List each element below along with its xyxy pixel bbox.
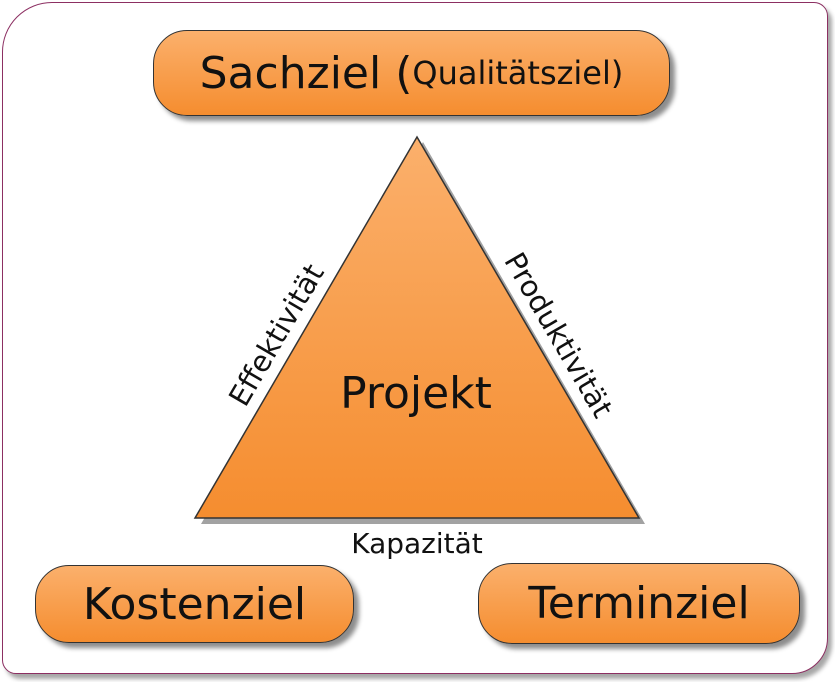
sachziel-box: Sachziel (Qualitätsziel) (153, 30, 670, 116)
project-triangle (193, 135, 641, 519)
kostenziel-box: Kostenziel (35, 565, 354, 643)
terminziel-label: Terminziel (528, 578, 750, 629)
kapazitaet-label: Kapazität (351, 527, 483, 560)
projekt-label: Projekt (340, 368, 492, 419)
kostenziel-label: Kostenziel (82, 578, 307, 630)
qualitaetsziel-label: Qualitätsziel) (412, 54, 624, 92)
terminziel-box: Terminziel (478, 563, 800, 644)
sachziel-label: Sachziel ( (199, 47, 413, 99)
